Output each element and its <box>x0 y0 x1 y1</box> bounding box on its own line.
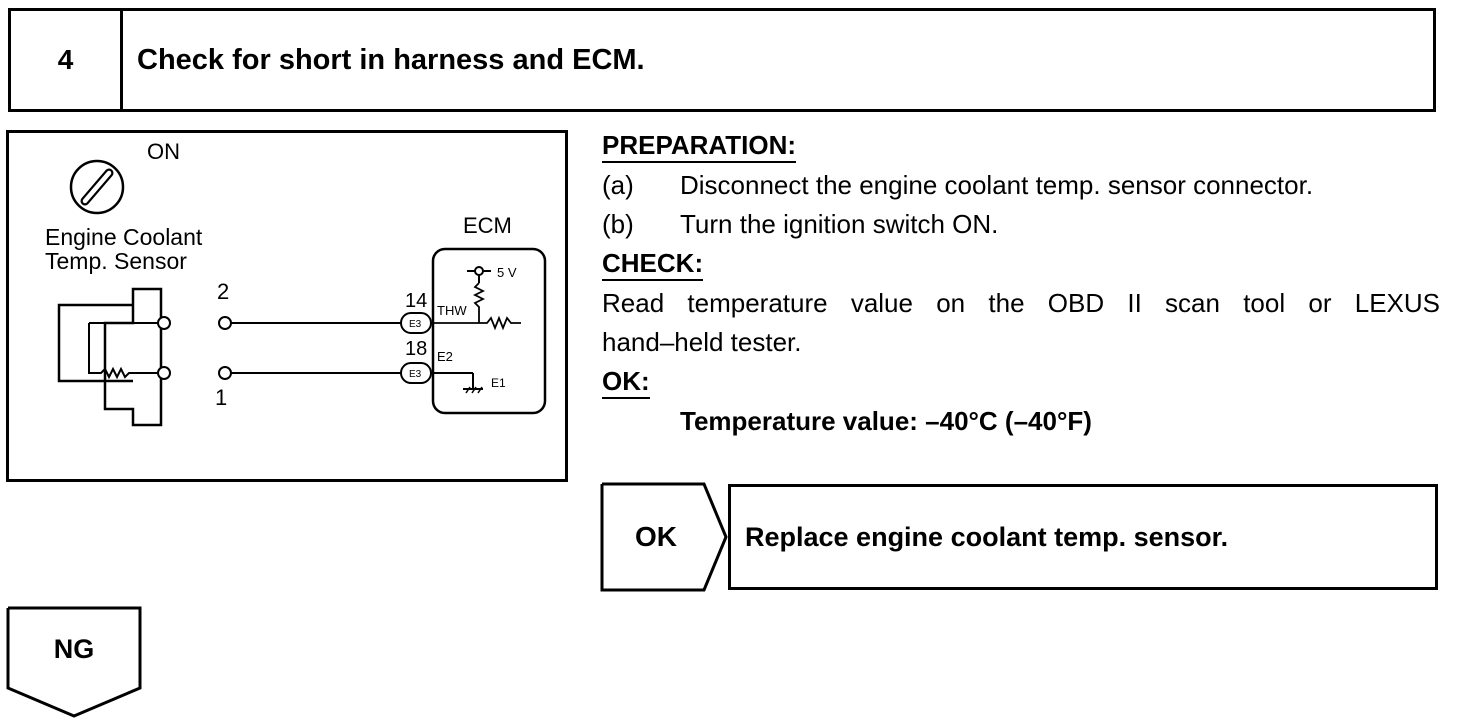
wiring-diagram: ON Engine Coolant Temp. Sensor 2 1 ECM E… <box>6 130 568 482</box>
pin-thw-number: 14 <box>405 290 427 312</box>
ok-arrow-shape <box>600 482 728 592</box>
ok-spec-heading: OK: <box>602 366 650 399</box>
step-title: Check for short in harness and ECM. <box>137 43 645 76</box>
ok-spec-value: Temperature value: –40°C (–40°F) <box>680 406 1092 436</box>
ok-result-action: Replace engine coolant temp. sensor. <box>728 484 1438 590</box>
ng-result-label: NG <box>53 633 95 664</box>
ng-arrow-shape <box>6 606 142 718</box>
ecm-box <box>431 247 547 415</box>
terminal-label-1: 1 <box>215 385 227 410</box>
pin-e2-number: 18 <box>405 338 427 360</box>
ignition-on-label: ON <box>147 139 180 164</box>
resistor-icon <box>431 315 521 331</box>
preparation-step-b-text: Turn the ignition switch ON. <box>680 209 999 239</box>
check-text-line1: Read temperature value on the OBD II sca… <box>602 288 1440 318</box>
connector-code-bottom: E3 <box>409 369 422 380</box>
pin-thw-name: THW <box>437 303 467 318</box>
step-header: 4 Check for short in harness and ECM. <box>8 8 1436 112</box>
voltage-label: 5 V <box>497 265 517 280</box>
preparation-heading: PREPARATION: <box>602 130 797 163</box>
wiring-diagram-svg: ON Engine Coolant Temp. Sensor 2 1 ECM E… <box>45 139 547 427</box>
preparation-step-b-marker: (b) <box>602 209 634 239</box>
check-heading: CHECK: <box>602 248 704 281</box>
sensor-label-line2: Temp. Sensor <box>45 248 187 274</box>
ecm-label: ECM <box>463 213 512 238</box>
ignition-switch-icon <box>69 159 125 215</box>
coolant-sensor-icon <box>57 287 171 427</box>
step-number: 4 <box>11 11 123 109</box>
ground-label: E1 <box>491 376 506 390</box>
preparation-step-a-marker: (a) <box>602 170 634 200</box>
terminal-label-2: 2 <box>217 279 229 304</box>
ok-result-label: OK <box>635 521 677 552</box>
harness-terminal-1 <box>218 366 232 380</box>
connector-code-top: E3 <box>409 319 422 330</box>
pin-e2-name: E2 <box>437 349 453 364</box>
voltage-source-icon <box>467 266 491 323</box>
sensor-label-line1: Engine Coolant <box>45 224 203 250</box>
check-text-line2: hand–held tester. <box>602 327 802 357</box>
harness-terminal-2 <box>218 316 232 330</box>
preparation-step-a-text: Disconnect the engine coolant temp. sens… <box>680 170 1314 200</box>
ground-icon <box>431 372 483 394</box>
